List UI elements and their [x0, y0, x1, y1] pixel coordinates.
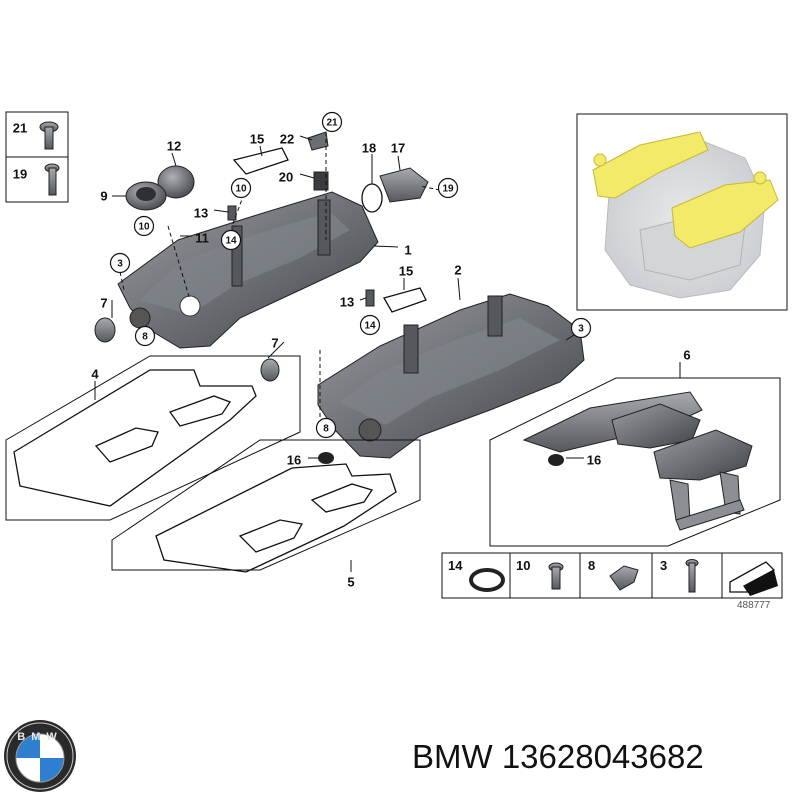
grommet-16-left	[318, 452, 334, 464]
sensor-7-lower	[260, 358, 280, 382]
callout-circle	[133, 215, 155, 237]
flange-bolt-icon	[39, 121, 59, 150]
clip-icon	[609, 565, 639, 591]
drawing-number: 488777	[737, 600, 771, 611]
bolt-13-lower	[365, 289, 375, 307]
leader-lines	[94, 132, 681, 572]
gasket-set-4	[5, 355, 301, 521]
callout-number: 7	[100, 296, 107, 311]
gasket-15-lower	[383, 287, 427, 313]
callout-number: 7	[271, 336, 278, 351]
highlighted-left-cover	[592, 131, 709, 199]
svg-text:BMW: BMW	[17, 731, 63, 743]
callout-number: 6	[683, 348, 690, 363]
bracket-22	[307, 131, 329, 151]
callout-number: 13	[194, 206, 208, 221]
breather-assembly-6	[489, 377, 781, 547]
sensor-7-upper	[94, 317, 116, 343]
callout-number: 15	[250, 132, 264, 147]
callout-number: 18	[362, 141, 376, 156]
direction-arrow-icon	[729, 561, 778, 596]
callout-number: 16	[587, 453, 601, 468]
callout-number: 2	[454, 263, 461, 278]
callout-number: 9	[100, 189, 107, 204]
callout-number: 22	[280, 132, 294, 147]
callout-number: 12	[167, 139, 181, 154]
callout-number: 14	[225, 236, 237, 247]
brand-part-number: BMW 13628043682	[412, 738, 704, 775]
callout-number: 21	[326, 118, 338, 129]
engine-overview-thumbnail	[576, 113, 788, 311]
callout-number: 8	[142, 332, 148, 343]
callout-number: 3	[578, 324, 584, 335]
bolt-icon	[548, 562, 564, 590]
callout-number: 15	[399, 264, 413, 279]
fastener-legend: 14 10 8 3	[441, 552, 783, 599]
callout-circle	[134, 325, 156, 347]
callout-number: 1	[404, 243, 411, 258]
callout-circle	[109, 252, 131, 274]
sensor-20	[313, 171, 329, 191]
bolt-13-upper	[227, 205, 237, 221]
callout-circle	[315, 417, 337, 439]
valve-cover-lower	[317, 293, 585, 459]
bmw-roundel-logo: BMW	[4, 720, 76, 792]
callout-number: 10	[235, 184, 247, 195]
callout-number: 20	[279, 170, 293, 185]
gasket-15-upper	[232, 147, 289, 175]
legend-number: 10	[516, 558, 530, 573]
callout-circle	[437, 177, 459, 199]
cap-adapter	[125, 181, 167, 211]
valve-cover-upper	[117, 191, 379, 349]
callout-number: 19	[442, 184, 454, 195]
callout-number: 17	[391, 141, 405, 156]
legend-number: 14	[448, 558, 463, 573]
bolt-icon	[44, 163, 60, 196]
callout-number: 4	[91, 367, 99, 382]
callout-circle	[230, 177, 252, 199]
callout-number: 8	[323, 424, 329, 435]
callout-circle	[220, 229, 242, 251]
callout-number: 3	[117, 259, 123, 270]
bolt-icon	[685, 559, 699, 593]
callout-circle	[359, 314, 381, 336]
callout-number: 19	[13, 167, 27, 182]
sensor-17	[379, 167, 429, 203]
grommet-16-right	[548, 454, 564, 466]
gasket-set-5	[111, 439, 421, 573]
o-ring-icon	[469, 568, 505, 592]
callout-circle	[570, 317, 592, 339]
callout-number: 5	[347, 575, 354, 590]
legend-number: 3	[660, 558, 667, 573]
oring-18	[361, 183, 383, 213]
highlighted-right-cover	[671, 171, 779, 249]
legend-number: 8	[588, 558, 595, 573]
left-fastener-box	[5, 111, 69, 203]
callout-number: 14	[364, 321, 376, 332]
callout-number: 16	[287, 453, 301, 468]
callout-circle	[321, 111, 343, 133]
callout-number: 11	[195, 231, 209, 246]
callout-number: 10	[138, 222, 150, 233]
callout-number: 21	[13, 121, 27, 136]
callout-number: 13	[340, 295, 354, 310]
